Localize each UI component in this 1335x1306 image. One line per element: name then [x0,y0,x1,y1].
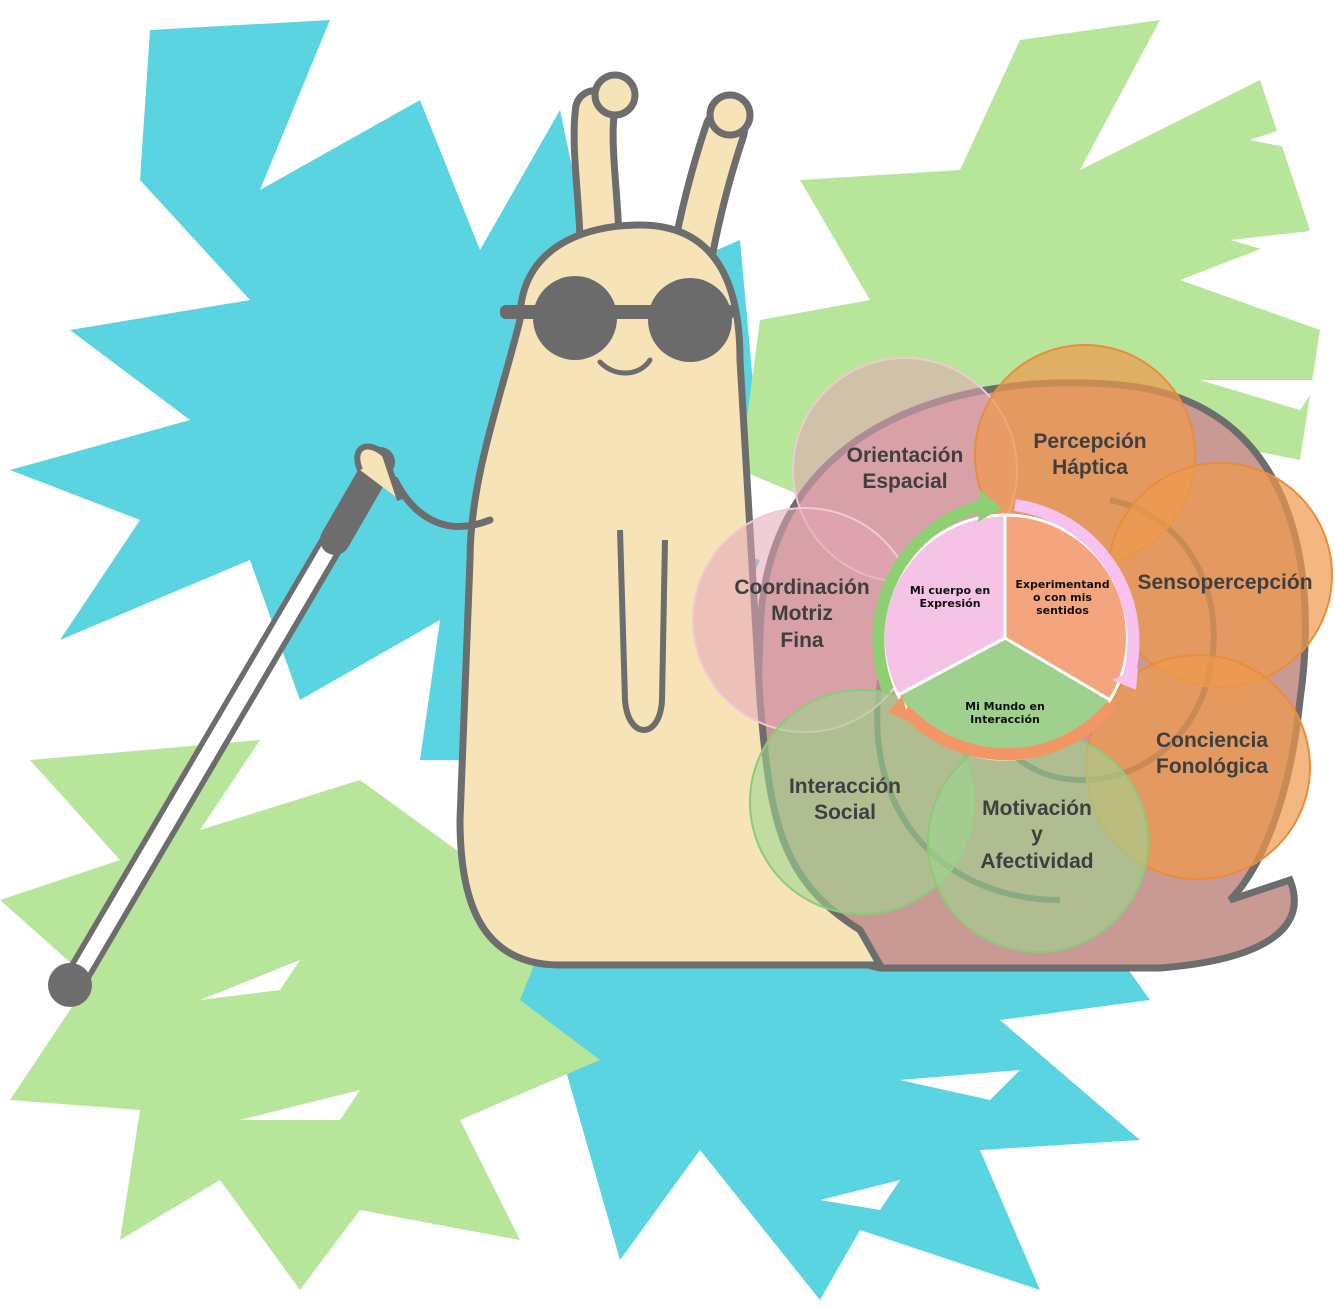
outer-label-sensoperception: Sensopercepción [1125,570,1325,596]
core-label-interaction: Mi Mundo en Interacción [955,700,1055,726]
core-label-senses: Experimentand o con mis sentidos [1010,578,1115,618]
outer-label-phonological: Conciencia Fonológica [1112,728,1312,781]
outer-label-fine-motor: Coordinación Motriz Fina [702,575,902,654]
outer-label-orientation: Orientación Espacial [805,443,1005,496]
outer-label-social: Interacción Social [745,774,945,827]
core-label-expression: Mi cuerpo en Expresión [900,584,1000,610]
outer-label-haptic: Percepción Háptica [990,429,1190,482]
outer-label-motivation: Motivación y Afectividad [937,796,1137,875]
